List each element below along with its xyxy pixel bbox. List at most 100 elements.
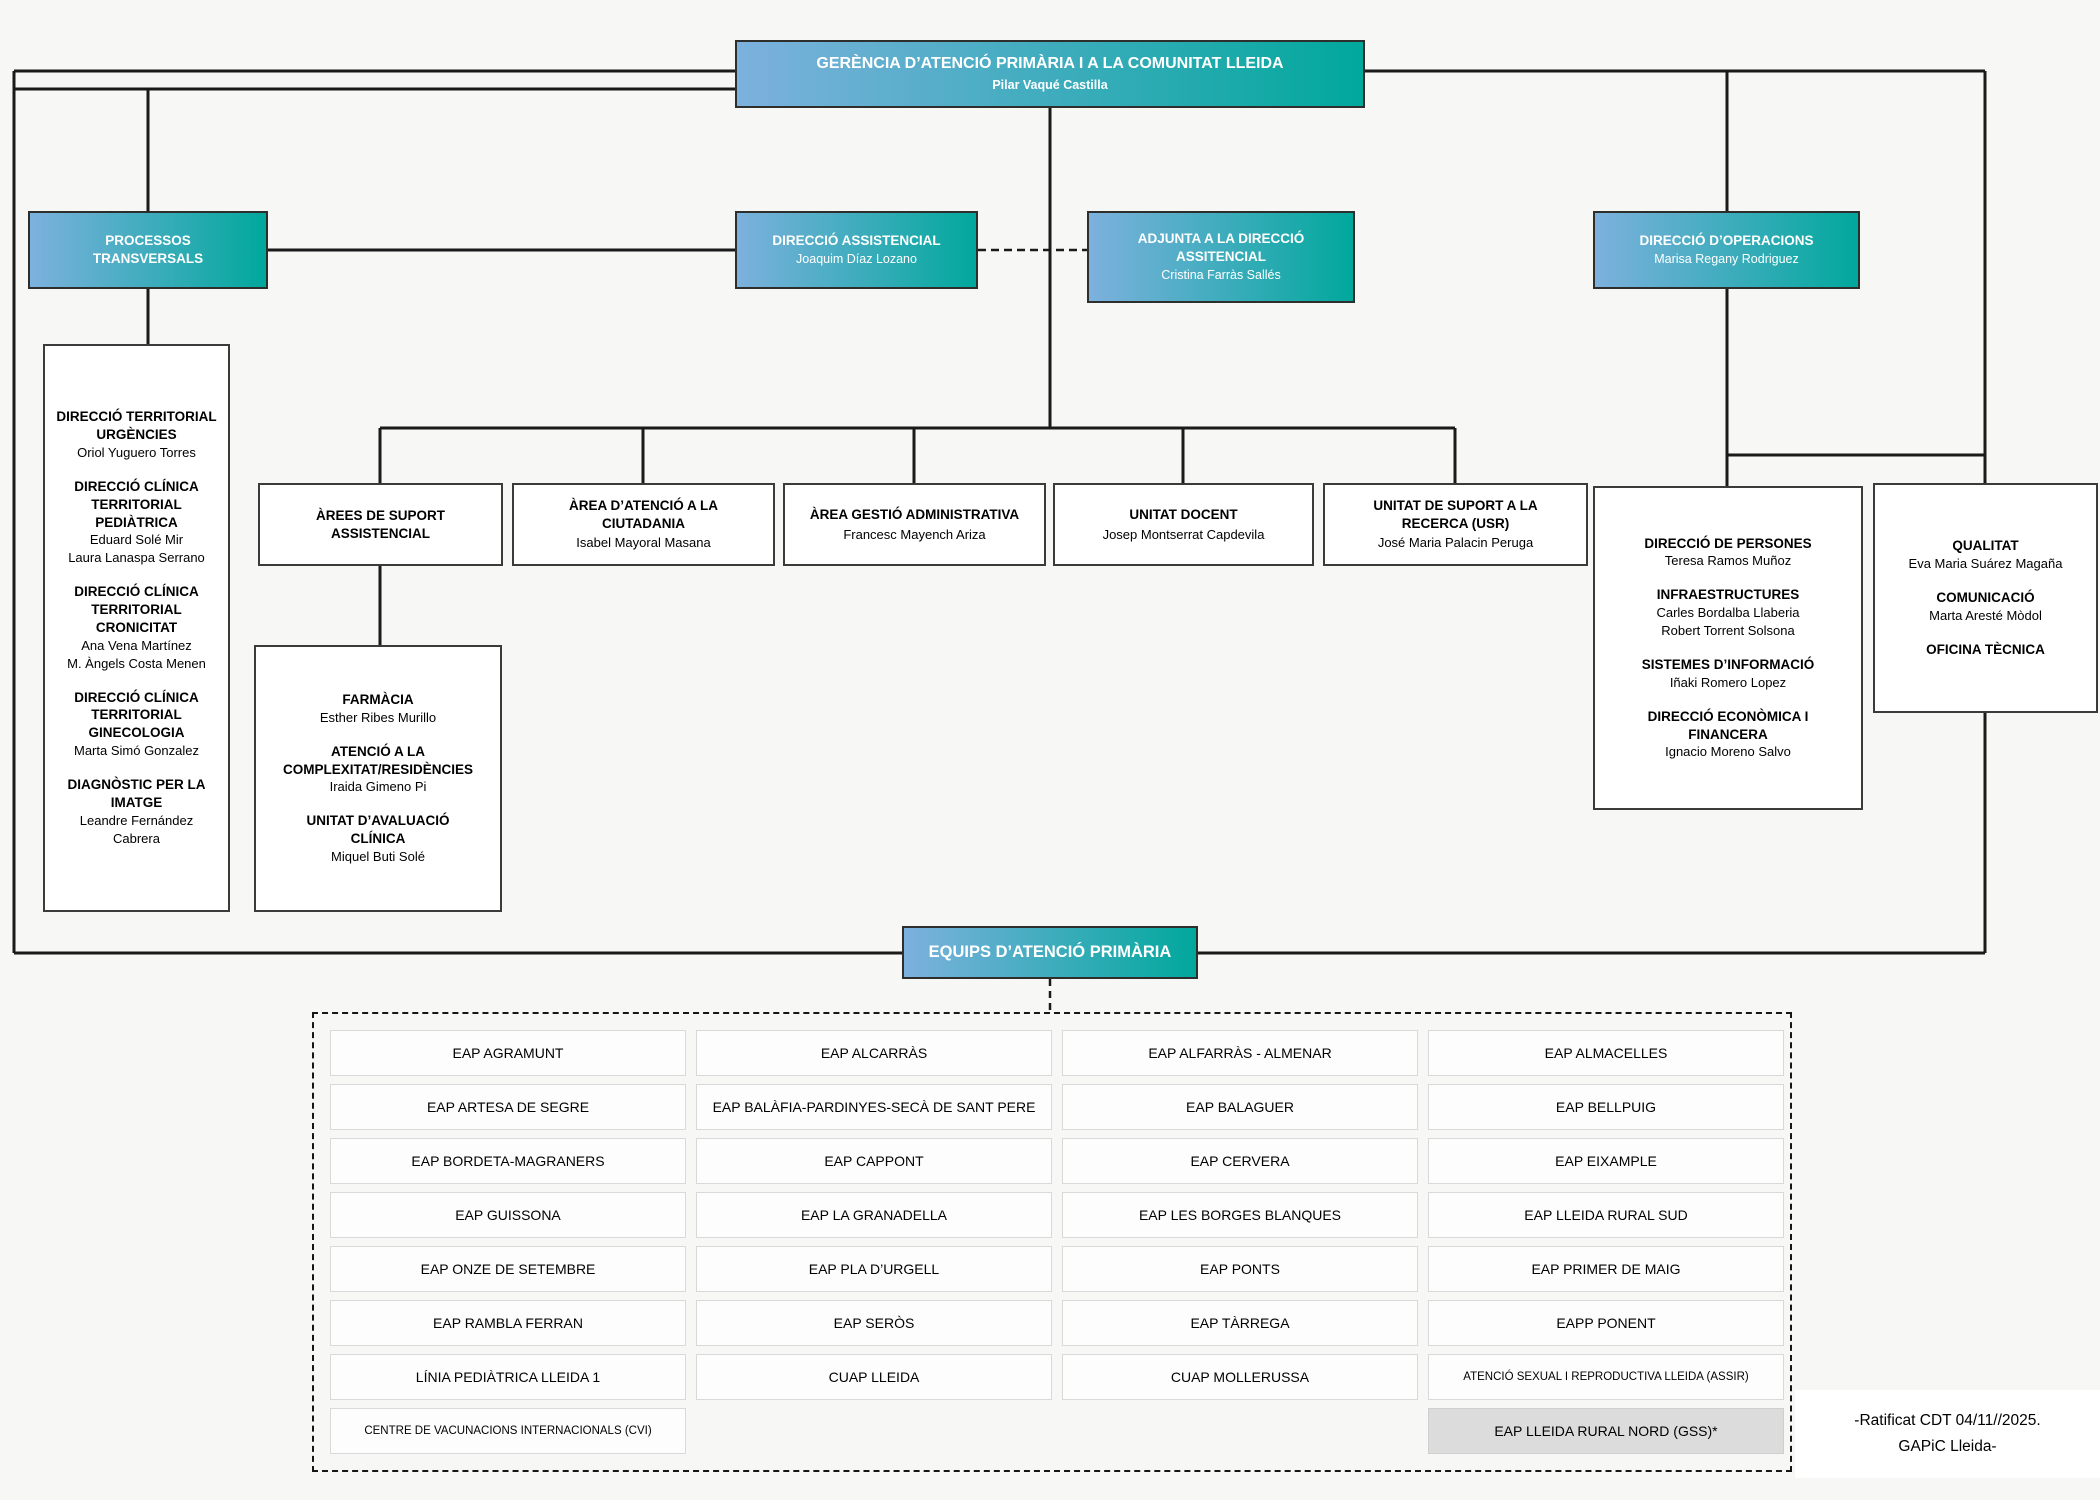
eap-dashed-container xyxy=(312,1012,1792,1472)
box-atencio-ciutadania: ÀREA D’ATENCIÓ A LA CIUTADANIA Isabel Ma… xyxy=(512,483,775,566)
unit-person: Cristina Farràs Sallés xyxy=(1161,268,1281,283)
root-box: GERÈNCIA D’ATENCIÓ PRIMÀRIA I A LA COMUN… xyxy=(735,40,1365,108)
box-direccio-operacions: DIRECCIÓ D’OPERACIONS Marisa Regany Rodr… xyxy=(1593,211,1860,289)
eap-cell: EAP ONZE DE SETEMBRE xyxy=(330,1246,686,1292)
eap-cell: EAP LLEIDA RURAL NORD (GSS)* xyxy=(1428,1408,1784,1454)
org-unit-section: UNITAT D’AVALUACIÓ CLÍNICA Miquel Buti So… xyxy=(307,812,450,866)
org-unit-section: DIRECCIÓ ECONÒMICA I FINANCERA Ignacio Mo… xyxy=(1648,708,1809,762)
eap-cell: EAP ARTESA DE SEGRE xyxy=(330,1084,686,1130)
eap-cell: EAP ALMACELLES xyxy=(1428,1030,1784,1076)
box-gestio-administrativa: ÀREA GESTIÓ ADMINISTRATIVA Francesc Maye… xyxy=(783,483,1046,566)
eap-cell: EAP CERVERA xyxy=(1062,1138,1418,1184)
unit-person: Esther Ribes Murillo xyxy=(319,709,437,725)
unit-title: UNITAT DOCENT xyxy=(1129,506,1238,522)
box-adjunta-direccio: ADJUNTA A LA DIRECCIÓ ASSITENCIAL Cristi… xyxy=(1087,211,1355,303)
eap-cell: EAP LES BORGES BLANQUES xyxy=(1062,1192,1418,1238)
box-unitat-docent: UNITAT DOCENT Josep Montserrat Capdevila xyxy=(1053,483,1314,566)
unit-person: Joaquim Díaz Lozano xyxy=(796,252,917,267)
box-equips-atencio-primaria: EQUIPS D’ATENCIÓ PRIMÀRIA xyxy=(902,926,1198,979)
note-line-1: -Ratificat CDT 04/11//2025. xyxy=(1854,1411,2041,1429)
eap-cell: EAP PRIMER DE MAIG xyxy=(1428,1246,1784,1292)
root-person: Pilar Vaqué Castilla xyxy=(992,77,1108,92)
unit-person: Ana Vena Martínez xyxy=(81,637,192,653)
unit-title: DIRECCIÓ DE PERSONES xyxy=(1644,535,1812,551)
unit-title: DIRECCIÓ ECONÒMICA I FINANCERA xyxy=(1647,708,1809,742)
eap-cell: EAP LLEIDA RURAL SUD xyxy=(1428,1192,1784,1238)
eap-cell: EAP LA GRANADELLA xyxy=(696,1192,1052,1238)
unit-title: ÀREA GESTIÓ ADMINISTRATIVA xyxy=(809,506,1020,522)
unit-person: Miquel Buti Solé xyxy=(331,849,425,864)
unit-person: M. Àngels Costa Menen xyxy=(67,655,206,671)
unit-title: DIRECCIÓ CLÍNICA TERRITORIAL PEDIÀTRICA xyxy=(74,479,199,530)
box-territorial-units: DIRECCIÓ TERRITORIAL URGÈNCIES Oriol Yugu… xyxy=(43,344,230,912)
org-unit-section: DIRECCIÓ CLÍNICA TERRITORIAL PEDIÀTRICA E… xyxy=(68,478,205,567)
eap-cell: LÍNIA PEDIÀTRICA LLEIDA 1 xyxy=(330,1354,686,1400)
unit-title: INFRAESTRUCTURES xyxy=(1656,587,1800,603)
eap-cell: EAP BORDETA-MAGRANERS xyxy=(330,1138,686,1184)
eap-cell: CENTRE DE VACUNACIONS INTERNACIONALS (CV… xyxy=(330,1408,686,1454)
eap-cell: CUAP LLEIDA xyxy=(696,1354,1052,1400)
unit-title: COMUNICACIÓ xyxy=(1936,590,2035,606)
box-processos-transversals: PROCESSOS TRANSVERSALS xyxy=(28,211,268,289)
eap-cell: ATENCIÓ SEXUAL I REPRODUCTIVA LLEIDA (AS… xyxy=(1428,1354,1784,1400)
unit-person: Oriol Yuguero Torres xyxy=(77,445,196,461)
unit-title: DIRECCIÓ TERRITORIAL URGÈNCIES xyxy=(56,409,217,443)
unit-title: ÀREES DE SUPORT ASSISTENCIAL xyxy=(315,507,446,541)
unit-person: Eva Maria Suárez Magaña xyxy=(1908,556,2063,572)
unit-title: ADJUNTA A LA DIRECCIÓ ASSITENCIAL xyxy=(1137,231,1305,264)
unit-person: Francesc Mayench Ariza xyxy=(843,526,986,542)
eap-cell: CUAP MOLLERUSSA xyxy=(1062,1354,1418,1400)
org-unit-section: INFRAESTRUCTURES Carles Bordalba Llaberia… xyxy=(1656,586,1799,640)
branch-connector xyxy=(146,71,1987,645)
unit-title: DIRECCIÓ ASSISTENCIAL xyxy=(772,232,941,248)
unit-person: Ignacio Moreno Salvo xyxy=(1665,744,1791,760)
eap-cell: EAP AGRAMUNT xyxy=(330,1030,686,1076)
unit-title: DIRECCIÓ D’OPERACIONS xyxy=(1639,232,1814,248)
eap-cell: EAP BALAGUER xyxy=(1062,1084,1418,1130)
unit-title: OFICINA TÈCNICA xyxy=(1926,641,2045,657)
eap-cell: EAPP PONENT xyxy=(1428,1300,1784,1346)
eap-cell: EAP BALÀFIA-PARDINYES-SECÀ DE SANT PERE xyxy=(696,1084,1052,1130)
unit-person: José Maria Palacin Peruga xyxy=(1377,535,1534,551)
unit-person: Iñaki Romero Lopez xyxy=(1669,674,1787,690)
unit-person: Carles Bordalba Llaberia xyxy=(1656,605,1800,621)
unit-title: UNITAT D’AVALUACIÓ CLÍNICA xyxy=(306,813,450,847)
unit-person: Marisa Regany Rodriguez xyxy=(1654,252,1799,267)
eap-cell: EAP PONTS xyxy=(1062,1246,1418,1292)
eap-cell: EAP RAMBLA FERRAN xyxy=(330,1300,686,1346)
ratification-note: -Ratificat CDT 04/11//2025. GAPiC Lleida… xyxy=(1795,1390,2100,1478)
box-direccio-assistencial: DIRECCIÓ ASSISTENCIAL Joaquim Díaz Lozan… xyxy=(735,211,978,289)
unit-person: Leandre Fernández Cabrera xyxy=(79,812,194,846)
unit-title: FARMÀCIA xyxy=(342,692,414,708)
eap-cell: EAP SERÒS xyxy=(696,1300,1052,1346)
unit-title: UNITAT DE SUPORT A LA RECERCA (USR) xyxy=(1373,498,1538,531)
unit-person: Robert Torrent Solsona xyxy=(1661,623,1795,639)
unit-title: EQUIPS D’ATENCIÓ PRIMÀRIA xyxy=(928,942,1172,961)
eap-cell: EAP TÀRREGA xyxy=(1062,1300,1418,1346)
unit-title: DIAGNÒSTIC PER LA IMATGE xyxy=(67,777,206,810)
unit-person: Josep Montserrat Capdevila xyxy=(1102,526,1265,542)
box-arees-suport: ÀREES DE SUPORT ASSISTENCIAL xyxy=(258,483,503,566)
unit-title: PROCESSOS TRANSVERSALS xyxy=(92,233,204,266)
unit-person: Eduard Solé Mir xyxy=(89,532,184,548)
eap-cell: EAP PLA D’URGELL xyxy=(696,1246,1052,1292)
unit-person: Isabel Mayoral Masana xyxy=(576,535,711,551)
note-line-2: GAPiC Lleida- xyxy=(1898,1438,1997,1455)
unit-person: Teresa Ramos Muñoz xyxy=(1664,553,1792,569)
eap-cell: EAP ALFARRÀS - ALMENAR xyxy=(1062,1030,1418,1076)
root-title: GERÈNCIA D’ATENCIÓ PRIMÀRIA I A LA COMUN… xyxy=(816,55,1284,73)
org-unit-section: DIRECCIÓ TERRITORIAL URGÈNCIES Oriol Yugu… xyxy=(56,408,216,462)
org-unit-section: OFICINA TÈCNICA xyxy=(1926,641,2045,659)
